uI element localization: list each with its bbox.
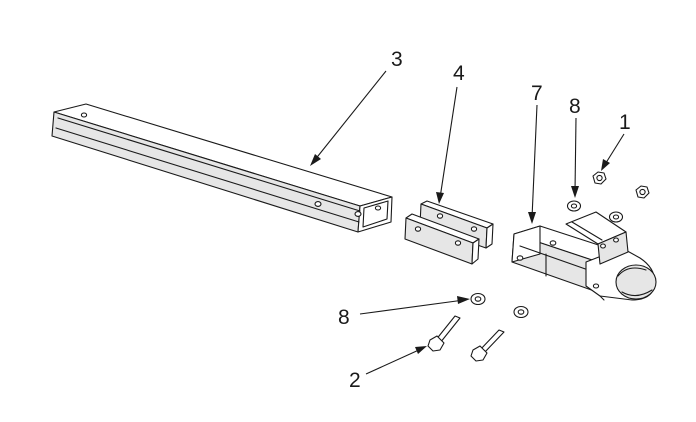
spacer-plates bbox=[404, 200, 494, 265]
callout-2: 2 bbox=[349, 369, 361, 392]
washer-lower-1 bbox=[470, 292, 486, 306]
callout-3: 3 bbox=[391, 48, 403, 71]
bolt-1 bbox=[427, 315, 461, 352]
hex-nut-2 bbox=[635, 185, 650, 199]
leader-8-lower bbox=[359, 296, 470, 315]
callout-8-upper: 8 bbox=[569, 95, 581, 118]
leader-7 bbox=[528, 104, 538, 224]
bolt-2 bbox=[470, 329, 505, 362]
tongue-tube bbox=[51, 103, 393, 233]
callout-8-lower: 8 bbox=[338, 306, 350, 329]
washer-upper-2 bbox=[608, 211, 624, 223]
hex-nut-1 bbox=[592, 171, 607, 185]
callout-4: 4 bbox=[453, 62, 465, 85]
leader-2 bbox=[365, 346, 427, 375]
washer-upper-1 bbox=[566, 200, 582, 212]
leader-4 bbox=[436, 86, 458, 204]
washer-lower-2 bbox=[513, 305, 529, 319]
coupler-body bbox=[511, 211, 657, 301]
leader-3 bbox=[310, 70, 387, 166]
callout-1: 1 bbox=[619, 111, 631, 134]
callout-7: 7 bbox=[531, 82, 543, 105]
leader-1 bbox=[601, 133, 625, 171]
leader-8-upper bbox=[571, 117, 579, 198]
